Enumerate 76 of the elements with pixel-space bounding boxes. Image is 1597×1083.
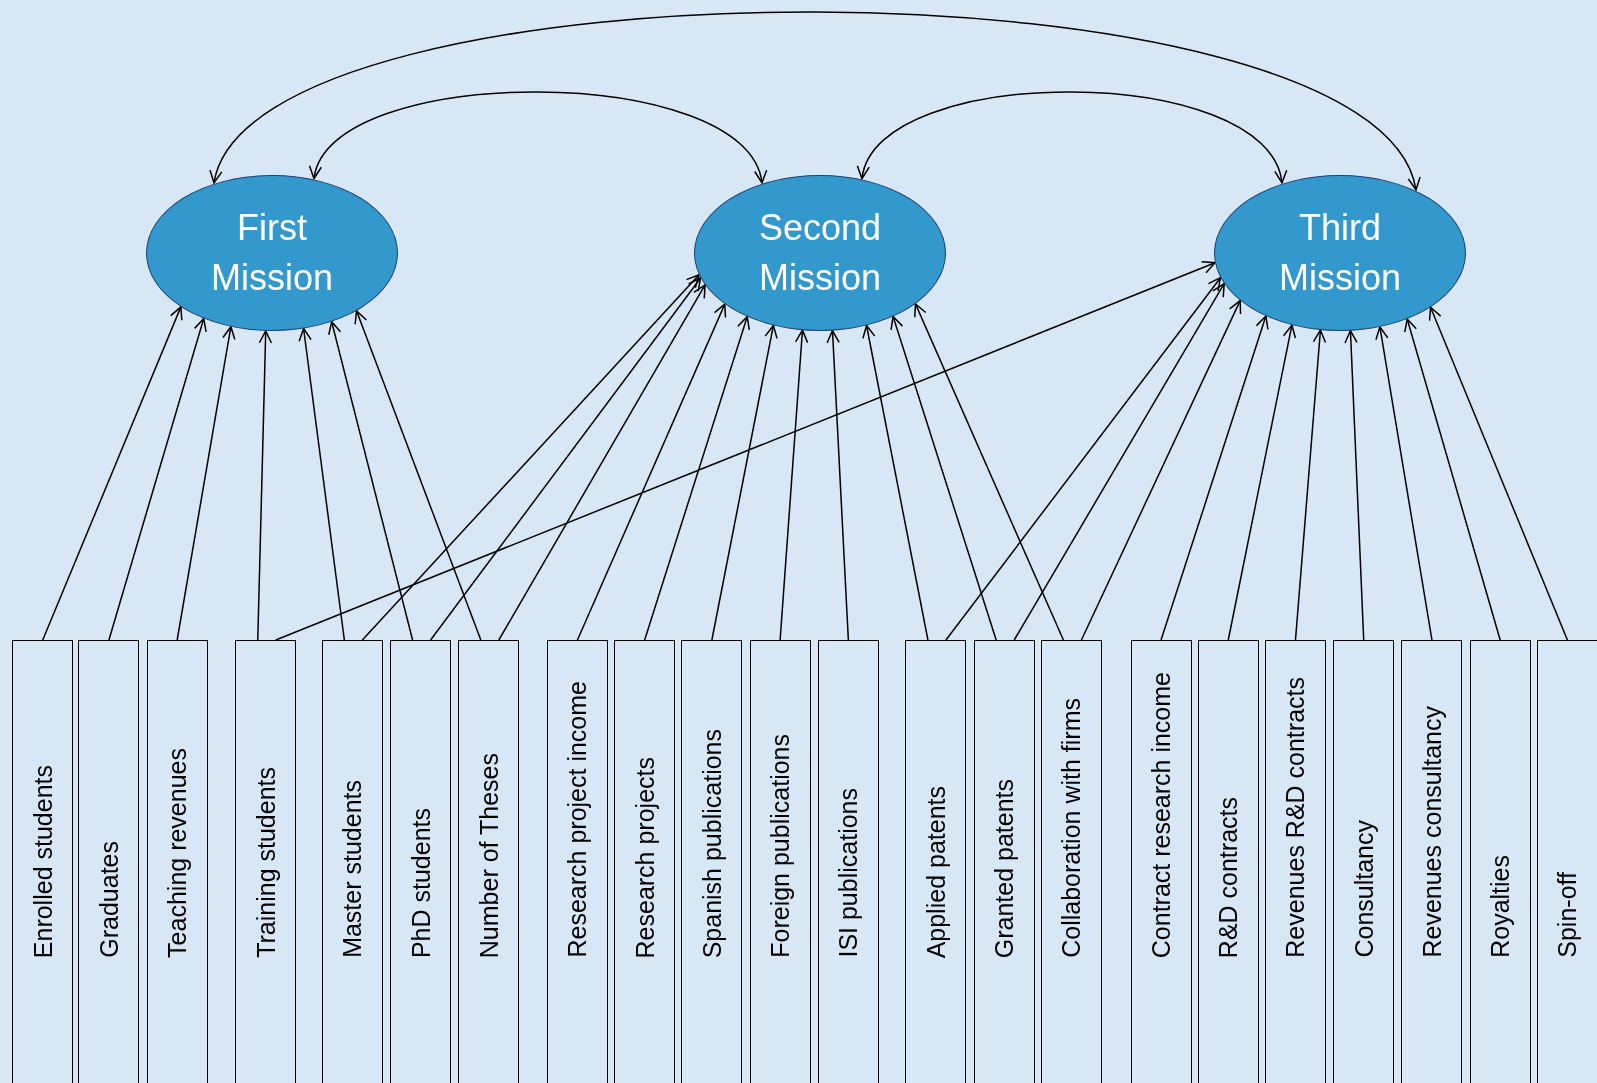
arrow <box>643 315 751 641</box>
indicator-box <box>1333 640 1395 1083</box>
arrow <box>914 303 1065 641</box>
arrow <box>779 329 809 641</box>
indicator-label: Applied patents <box>920 785 951 958</box>
indicator-box <box>146 640 208 1083</box>
indicator-box <box>321 640 383 1083</box>
indicator-box <box>614 640 676 1083</box>
arrow <box>108 317 207 641</box>
arrow <box>1375 326 1433 641</box>
node-label: Third Mission <box>1278 206 1402 300</box>
indicator-label: Enrolled students <box>27 764 58 958</box>
indicator-box <box>1040 640 1102 1083</box>
indicator-box <box>749 640 811 1083</box>
arrow <box>862 324 929 641</box>
indicator-box <box>458 640 520 1083</box>
indicator-box <box>1264 640 1326 1083</box>
indicator-label: Contract research income <box>1146 671 1177 958</box>
indicator-box <box>1536 640 1597 1083</box>
arrow <box>576 303 727 641</box>
indicator-label: Collaboration with firms <box>1056 698 1087 958</box>
arrow <box>1013 282 1225 641</box>
indicator-box <box>681 640 743 1083</box>
indicator-label: Royalties <box>1485 855 1516 958</box>
arrow <box>1428 306 1569 641</box>
arrow <box>298 327 346 641</box>
indicator-box <box>905 640 967 1083</box>
indicator-label: Spin-off <box>1552 872 1583 958</box>
indicator-label: Spanish publications <box>696 728 727 958</box>
arrow <box>1404 318 1501 641</box>
arrow <box>711 324 778 641</box>
indicator-box <box>1197 640 1259 1083</box>
node-label: First Mission <box>210 206 334 300</box>
indicator-label: Number of Theses <box>473 752 504 958</box>
arrow <box>257 330 273 641</box>
arrow <box>890 315 997 641</box>
indicator-box <box>1401 640 1463 1083</box>
arrow <box>826 329 850 641</box>
indicator-label: Consultancy <box>1348 820 1379 958</box>
indicator-label: PhD students <box>405 807 436 958</box>
indicator-label: Training students <box>250 767 281 958</box>
arrow <box>41 306 183 641</box>
indicator-label: R&D contracts <box>1213 796 1244 958</box>
indicator-label: Graduates <box>93 841 124 958</box>
arrow <box>1344 330 1365 641</box>
arrow <box>328 320 414 641</box>
indicator-box <box>12 640 74 1083</box>
indicator-label: Revenues consultancy <box>1416 706 1447 958</box>
indicator-label: Granted patents <box>989 778 1020 958</box>
indicator-box <box>235 640 297 1083</box>
arrow <box>1294 329 1327 641</box>
indicator-box <box>1469 640 1531 1083</box>
indicator-label: Master students <box>337 780 368 958</box>
indicator-box <box>390 640 452 1083</box>
arrow <box>1080 299 1242 641</box>
indicator-box <box>973 640 1035 1083</box>
indicator-box <box>817 640 879 1083</box>
indicator-label: Foreign publications <box>765 734 796 958</box>
indicator-label: Revenues R&D contracts <box>1280 677 1311 958</box>
arrow <box>945 276 1222 641</box>
indicator-label: Research project income <box>562 681 593 958</box>
node-label: Second Mission <box>757 206 883 300</box>
indicator-box <box>78 640 140 1083</box>
indicator-label: Teaching revenues <box>162 748 193 958</box>
arrow <box>354 310 482 641</box>
indicator-label: Research projects <box>629 756 660 958</box>
arrow <box>429 277 702 641</box>
arrow <box>176 326 236 641</box>
arrow <box>1227 324 1297 641</box>
arrow <box>275 260 1216 641</box>
arrow <box>498 284 706 641</box>
arrow <box>1160 315 1269 641</box>
indicator-box <box>1130 640 1192 1083</box>
indicator-label: ISI publications <box>833 788 864 958</box>
indicator-box <box>546 640 608 1083</box>
arrow <box>361 274 700 641</box>
